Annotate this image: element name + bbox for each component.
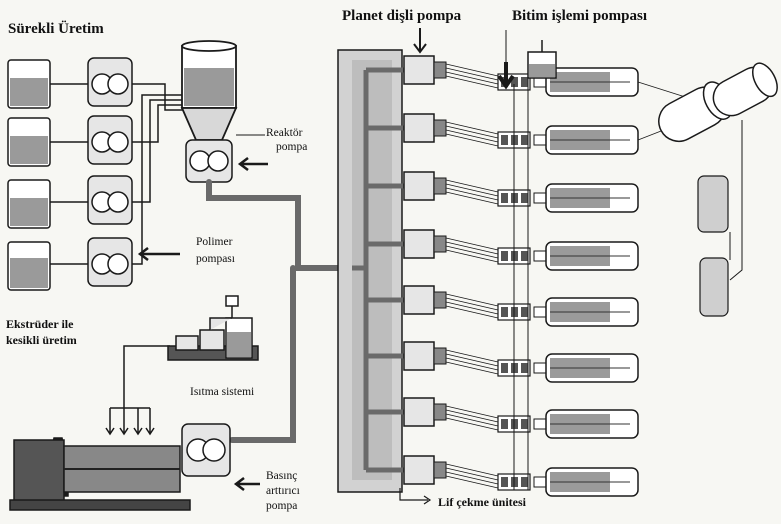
heating-system-label: Isıtma sistemi [190, 386, 254, 399]
planet-pump [404, 342, 434, 370]
extruder-label-line1: Ekstrüder ile [6, 318, 73, 331]
planet-pump [404, 114, 434, 142]
booster-pump-label-line1: Basınç [266, 470, 297, 483]
reactor [182, 41, 236, 140]
reactor-arrow [240, 158, 268, 170]
finishing-tank [528, 40, 556, 78]
spinning-position [404, 56, 720, 108]
yarn-bobbins [698, 176, 728, 316]
winder-rolls [652, 59, 781, 148]
polymer-arrow [140, 248, 180, 260]
polymer-pump-label-line1: Polimer [196, 236, 232, 249]
polymer-pump-1 [88, 58, 132, 106]
planet-pump [404, 230, 434, 258]
tank-4 [8, 242, 50, 290]
planet-pump [404, 286, 434, 314]
booster-pump [182, 424, 230, 476]
spinning-position [404, 456, 638, 496]
continuous-production-label: Sürekli Üretim [8, 21, 104, 38]
polymer-pump-4 [88, 238, 132, 286]
spinning-position [404, 172, 638, 212]
tank-group [8, 60, 50, 290]
spinning-position [404, 230, 638, 270]
planet-pump [404, 172, 434, 200]
booster-pump-label-line3: pompa [266, 500, 297, 513]
spinning-position [404, 342, 638, 382]
polymer-pump-group [88, 58, 132, 286]
finishing-pump-label: Bitim işlemi pompası [512, 8, 647, 25]
tank-3 [8, 180, 50, 228]
tank-1 [8, 60, 50, 108]
main-pipe [209, 182, 352, 440]
spin-beam [338, 50, 402, 492]
planet-pump [404, 56, 434, 84]
extruder-label-line2: kesikli üretim [6, 334, 77, 347]
booster-pump-label-line2: arttırıcı [266, 485, 300, 498]
planet-gear-pump-label: Planet dişli pompa [342, 8, 461, 25]
tank-2 [8, 118, 50, 166]
planet-pump [404, 456, 434, 484]
booster-arrow [236, 478, 260, 490]
heater-arrows [106, 346, 170, 434]
spinning-position [404, 398, 638, 438]
polymer-pump-3 [88, 176, 132, 224]
spinning-unit-label: Lif çekme ünitesi [438, 496, 526, 509]
spinning-position [404, 286, 638, 326]
planet-pump-arrow [414, 28, 426, 52]
extruder [10, 438, 190, 510]
feed-lines [50, 84, 185, 264]
polymer-pump-label-line2: pompası [196, 253, 235, 266]
reactor-pump [186, 140, 232, 182]
heating-unit [168, 296, 258, 360]
reactor-pump-label-line2: pompa [276, 141, 307, 154]
polymer-pump-2 [88, 116, 132, 164]
reactor-pump-label-line1: Reaktör [266, 127, 302, 140]
planet-pump [404, 398, 434, 426]
